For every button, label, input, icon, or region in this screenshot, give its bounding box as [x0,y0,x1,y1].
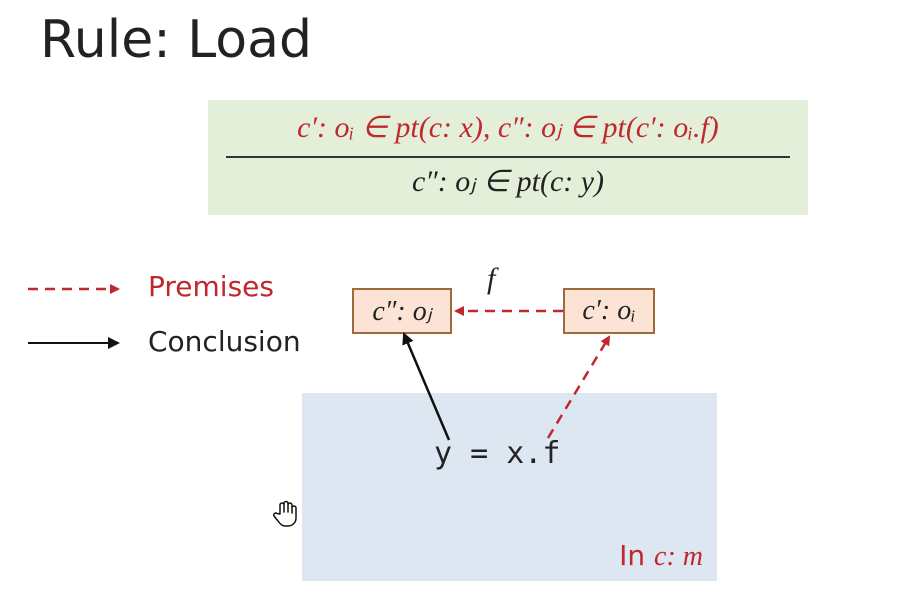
load-statement: y = x.f [434,436,561,471]
method-context: c: m [654,541,703,572]
object-node-i: c′: oᵢ [563,288,655,334]
x-points-to-arrow [546,335,611,439]
inference-rule: c′: oᵢ ∈ pt(c: x), c″: oⱼ ∈ pt(c′: oᵢ.f)… [208,100,808,215]
page-title: Rule: Load [40,10,312,70]
rule-conclusion: c″: oⱼ ∈ pt(c: y) [411,165,605,198]
rule-premise: c′: oᵢ ∈ pt(c: x), c″: oⱼ ∈ pt(c′: oᵢ.f) [297,111,719,144]
legend-conclusion-label: Conclusion [148,325,301,358]
fraction-line [226,156,790,158]
method-prefix: In [619,539,655,572]
object-node-j: c″: oⱼ [352,288,452,334]
field-edge-label: f [487,262,496,295]
legend-premises-label: Premises [148,270,274,303]
method-context-label: In c: m [619,539,703,573]
hand-cursor-icon [273,500,297,527]
y-points-to-arrow [402,332,451,441]
method-context-box: In c: m [302,393,717,581]
